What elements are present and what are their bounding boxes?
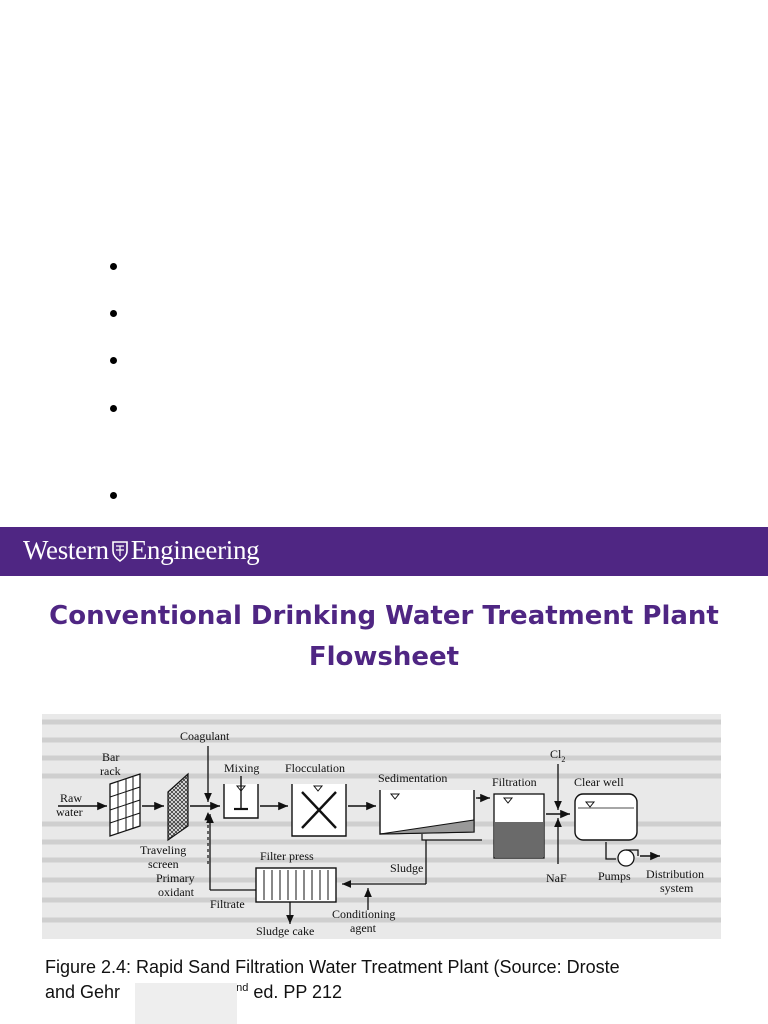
bullet [108, 261, 118, 271]
traveling-screen [167, 772, 189, 842]
label-raw-water: Raw [60, 791, 82, 805]
label-primary-oxidant-2: oxidant [158, 885, 195, 899]
label-sedimentation: Sedimentation [378, 771, 447, 785]
clear-well-tank [574, 793, 638, 841]
label-mixing: Mixing [224, 761, 259, 775]
brand-word-engineering: Engineering [130, 535, 260, 565]
flowsheet-figure: Raw water Bar rack Traveling screen Coag… [42, 714, 721, 939]
caption-edition-suffix: nd [236, 982, 249, 994]
label-sludge-cake: Sludge cake [256, 924, 314, 938]
brand-logo: Western Engineering [23, 535, 260, 566]
caption-line-2: and Gehr2nd ed. PP 212 [45, 980, 725, 1005]
label-traveling-screen: Traveling [140, 843, 186, 857]
label-conditioning-agent-2: agent [350, 921, 377, 935]
label-traveling-screen-2: screen [148, 857, 179, 871]
brand-word-western: Western [23, 535, 109, 565]
label-filtration: Filtration [492, 775, 537, 789]
label-bar-rack: Bar [102, 750, 119, 764]
label-flocculation: Flocculation [285, 761, 345, 775]
label-primary-oxidant: Primary [156, 871, 195, 885]
bullet [108, 490, 118, 500]
filter-press [255, 867, 337, 903]
brand-banner: Western Engineering [0, 527, 768, 576]
bullet [108, 308, 118, 318]
caption-authors: and Gehr [45, 982, 121, 1002]
shield-crest-icon [111, 540, 128, 562]
filtration-unit [493, 793, 545, 859]
bullet [108, 355, 118, 365]
title-line-1: Conventional Drinking Water Treatment Pl… [49, 601, 719, 631]
label-filter-press: Filter press [260, 849, 314, 863]
label-pumps: Pumps [598, 869, 631, 883]
label-cl2: Cl2 [550, 747, 565, 764]
label-naf: NaF [546, 871, 567, 885]
label-sludge: Sludge [390, 861, 423, 875]
sedimentation-basin [379, 790, 475, 835]
flowsheet-diagram: Raw water Bar rack Traveling screen Coag… [42, 719, 721, 938]
caption-page-ref: ed. PP 212 [248, 982, 343, 1002]
bullet [108, 403, 118, 413]
label-raw-water-2: water [56, 805, 83, 819]
bar-rack [109, 773, 141, 837]
slide-title: Conventional Drinking Water Treatment Pl… [40, 596, 728, 678]
label-coagulant: Coagulant [180, 729, 230, 743]
mixing-tank [223, 776, 259, 819]
label-conditioning-agent: Conditioning [332, 907, 395, 921]
label-bar-rack-2: rack [100, 764, 121, 778]
label-distribution-system-2: system [660, 881, 694, 895]
caption-line-1: Figure 2.4: Rapid Sand Filtration Water … [45, 957, 620, 977]
label-distribution-system: Distribution [646, 867, 704, 881]
label-filtrate: Filtrate [210, 897, 245, 911]
figure-caption: Figure 2.4: Rapid Sand Filtration Water … [45, 955, 725, 1005]
title-line-2: Flowsheet [308, 642, 460, 672]
redaction-box [135, 983, 237, 1024]
pump [617, 849, 639, 867]
flocculation-tank [291, 784, 347, 837]
label-clear-well: Clear well [574, 775, 624, 789]
